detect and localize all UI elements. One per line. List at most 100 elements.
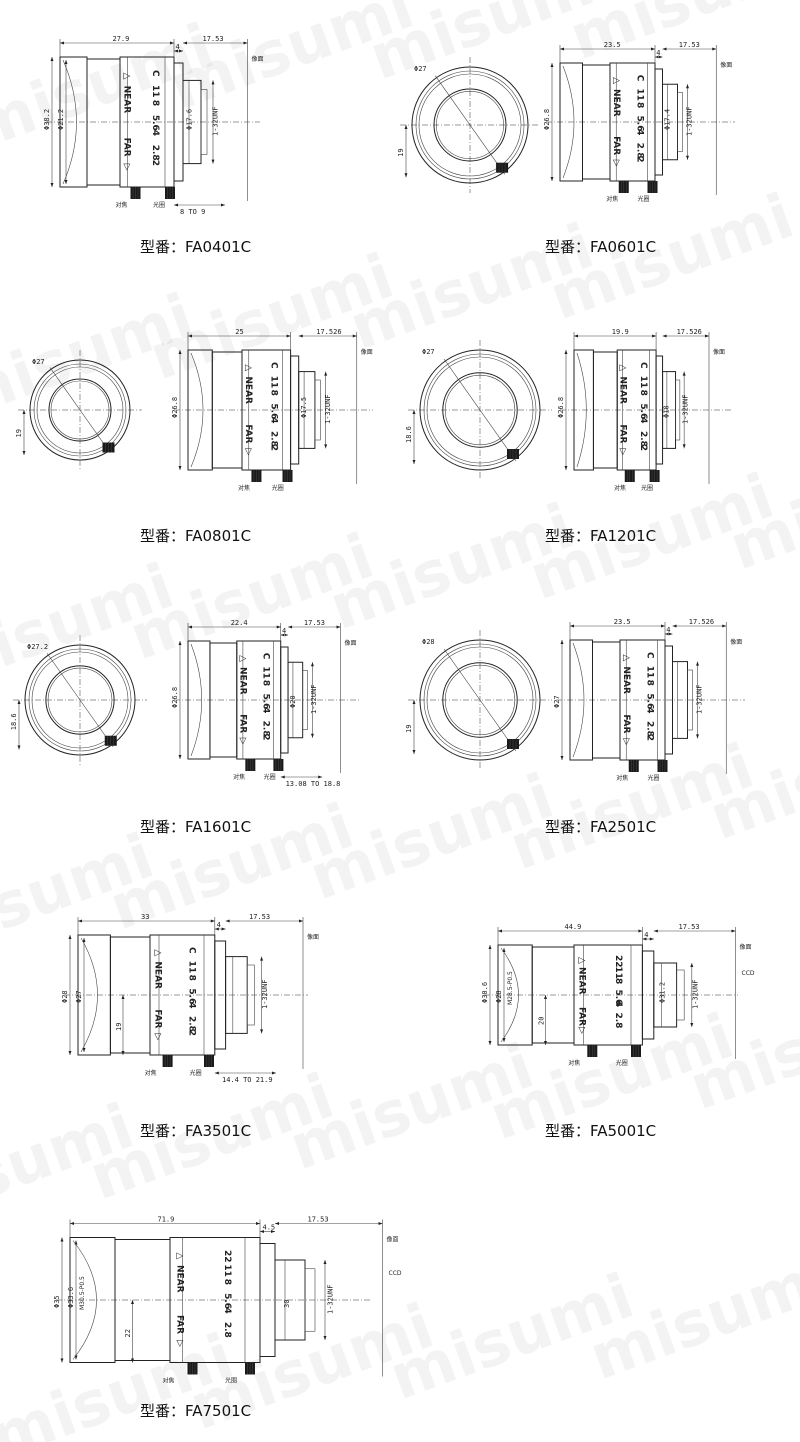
model-number-caption: 型番：FA0801C (140, 527, 251, 545)
aperture-scale-label: 2 (635, 156, 645, 162)
knurled-screw (282, 470, 293, 482)
watermark-text: misumi (560, 0, 800, 74)
thread-label: M30.5-P0.5 (79, 1276, 86, 1310)
inner-diameter-label: Φ31.2 (658, 982, 666, 1003)
far-label: FAR (617, 424, 627, 443)
near-label: NEAR (621, 666, 631, 694)
knurled-screw (245, 1362, 255, 1375)
image-plane-callout: 像面 (307, 933, 319, 941)
iris-ring-callout: 光圈 (641, 484, 653, 492)
aperture-scale-label: 11 (638, 376, 648, 389)
near-arrow-icon: △ (621, 654, 631, 661)
small-dimension-label: 4 (217, 921, 221, 929)
knob-height-label: 18.6 (405, 426, 413, 443)
knurled-screw (102, 442, 115, 453)
body-length-label: 27.9 (113, 35, 130, 43)
aperture-scale-label: 11 (187, 961, 197, 974)
outer-diameter-label: Φ26.8 (171, 397, 179, 418)
far-arrow-icon: ▷ (243, 448, 253, 455)
inner-diameter-label: Φ17.5 (300, 397, 308, 418)
diameter-label: Φ21.2 (57, 109, 65, 130)
knob-height-label: 19 (15, 429, 23, 437)
outer-diameter-label: Φ35 (53, 1295, 61, 1308)
model-number-caption: 型番：FA1601C (140, 818, 251, 836)
knob-height-label: 18.6 (10, 713, 18, 730)
aperture-scale-label: 5.6 (150, 115, 160, 131)
knob-height-label: 22 (124, 1329, 132, 1337)
back-focus-label: 17.526 (689, 618, 714, 626)
outer-diameter-label: Φ38.2 (43, 109, 51, 130)
aperture-scale-label: 2.8 (187, 1016, 197, 1032)
aperture-scale-label: 22 (613, 955, 623, 968)
aperture-scale-label: 2.8 (269, 431, 279, 447)
far-arrow-icon: ▷ (621, 738, 631, 745)
image-plane-callout: 像面 (387, 1236, 399, 1244)
aperture-scale-label: C (150, 70, 160, 77)
knurled-screw (165, 187, 175, 199)
focus-ring-callout: 对焦 (116, 201, 128, 209)
near-label: NEAR (175, 1265, 185, 1293)
model-number-caption: 型番：FA0401C (140, 238, 251, 256)
iris-ring-callout: 光圈 (225, 1377, 237, 1385)
ccd-callout: CCD (742, 970, 755, 977)
near-arrow-icon: △ (175, 1253, 185, 1260)
aperture-scale-label: C (261, 653, 271, 660)
near-arrow-icon: △ (122, 73, 132, 80)
near-arrow-icon: △ (243, 364, 253, 371)
aperture-scale-label: 4 (645, 707, 655, 713)
aperture-scale-label: C (269, 362, 279, 369)
model-number-caption: 型番：FA2501C (545, 818, 656, 836)
aperture-scale-label: 8 (638, 390, 648, 396)
front-diameter-label: Φ27.2 (27, 643, 48, 651)
aperture-scale-label: 5.6 (187, 988, 197, 1004)
back-focus-label: 17.53 (249, 913, 270, 921)
far-arrow-icon: ▷ (611, 160, 621, 167)
aperture-scale-label: 2 (261, 734, 271, 740)
near-label: NEAR (611, 89, 621, 117)
knurled-screw (507, 449, 519, 459)
back-focus-label: 17.53 (304, 619, 325, 627)
far-label: FAR (152, 1009, 162, 1028)
focus-range-label: 14.4 TO 21.9 (222, 1076, 273, 1084)
knob-height-label: 19 (405, 725, 413, 733)
mount-thread-label: 1-32UNF (310, 684, 318, 714)
near-label: NEAR (243, 376, 253, 404)
outer-diameter-label: Φ30.6 (481, 982, 489, 1003)
outer-diameter-label: Φ26.8 (557, 397, 565, 418)
near-label: NEAR (152, 961, 162, 989)
aperture-scale-label: 5.6 (613, 990, 623, 1006)
knurled-screw (647, 181, 658, 193)
far-label: FAR (621, 714, 631, 733)
knurled-screw (204, 1055, 214, 1067)
watermark-text: misumi (540, 179, 800, 334)
aperture-scale-label: 2.8 (638, 431, 648, 447)
focus-ring-callout: 对焦 (238, 484, 250, 492)
aperture-scale-label: 11 (261, 666, 271, 679)
far-label: FAR (577, 1007, 587, 1026)
iris-ring-callout: 光圈 (616, 1059, 628, 1067)
outer-diameter-label: Φ26.8 (171, 687, 179, 708)
aperture-scale-label: 11 (635, 88, 645, 101)
focus-range-label: 8 TO 9 (180, 208, 205, 216)
aperture-scale-label: 8 (635, 102, 645, 108)
back-focus-label: 17.526 (316, 328, 341, 336)
aperture-scale-label: 4 (150, 130, 160, 136)
body-length-label: 23.5 (604, 41, 621, 49)
outer-diameter-label: Φ26.8 (543, 109, 551, 130)
aperture-scale-label: 5.6 (222, 1293, 232, 1309)
near-arrow-icon: △ (617, 364, 627, 371)
small-dimension-label: 4 (666, 626, 670, 634)
focus-ring-callout: 对焦 (145, 1069, 157, 1077)
far-label: FAR (611, 136, 621, 155)
aperture-scale-label: C (638, 362, 648, 369)
body-length-label: 22.4 (231, 619, 248, 627)
aperture-scale-label: 11 (269, 376, 279, 389)
near-label: NEAR (577, 967, 587, 995)
